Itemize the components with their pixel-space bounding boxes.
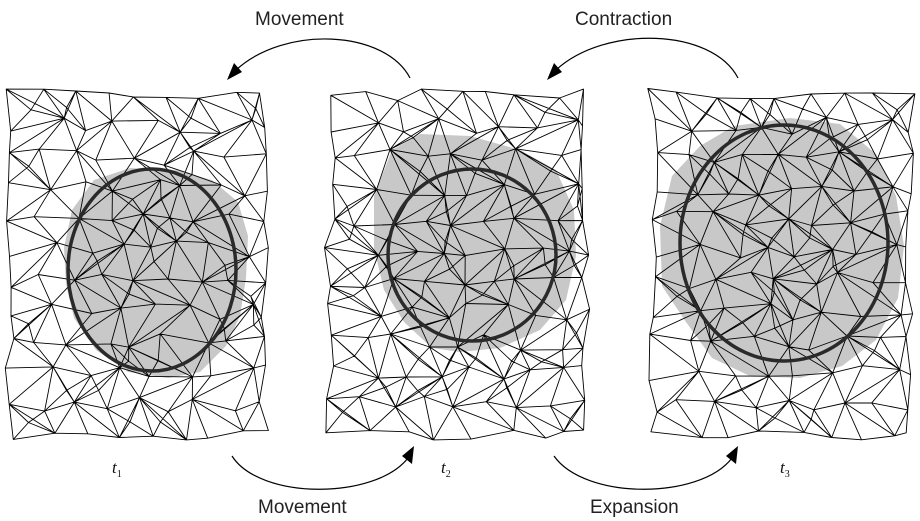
time-label-t2: t2 (441, 458, 451, 480)
triangular-mesh-t3 (647, 88, 916, 441)
triangular-mesh-t1 (4, 88, 269, 441)
arrow-bottom-right-arc (553, 455, 733, 490)
mesh-edges (647, 88, 916, 441)
arrow-bottom-right: Expansion (553, 446, 738, 518)
arrow-bottom-left-arc (231, 455, 409, 490)
arrow-top-right: Contraction (547, 9, 739, 80)
arrow-bottom-right-head (726, 446, 738, 464)
arrow-top-right-arc (555, 37, 739, 79)
time-label-t3: t3 (780, 458, 790, 480)
boundary-ellipse-t2 (386, 167, 558, 343)
arrow-top-left-label: Movement (255, 9, 344, 30)
arrow-top-right-label: Contraction (575, 9, 672, 30)
shaded-region-polygon (374, 134, 576, 352)
arrow-bottom-left-head (402, 446, 414, 464)
event-region-t3 (660, 118, 904, 378)
mesh-panel-t3 (647, 88, 916, 441)
event-region-t2 (374, 134, 576, 352)
arrow-top-left-head (227, 63, 242, 80)
boundary-ellipse-t3 (678, 123, 890, 363)
arrow-bottom-right-label: Expansion (590, 497, 679, 518)
time-label-t1: t1 (112, 458, 122, 480)
mesh-edges (4, 88, 269, 441)
arrow-top-left-arc (235, 38, 411, 79)
shaded-region-polygon (660, 118, 904, 378)
arrow-bottom-left-label: Movement (258, 497, 347, 518)
arrow-bottom-left: Movement (231, 446, 414, 518)
mesh-panel-t1 (4, 88, 269, 441)
arrow-top-left: Movement (227, 9, 411, 80)
boundary-ellipse-t1 (66, 167, 238, 373)
arrow-top-right-head (547, 63, 562, 80)
mesh-panel-t2 (324, 88, 591, 441)
